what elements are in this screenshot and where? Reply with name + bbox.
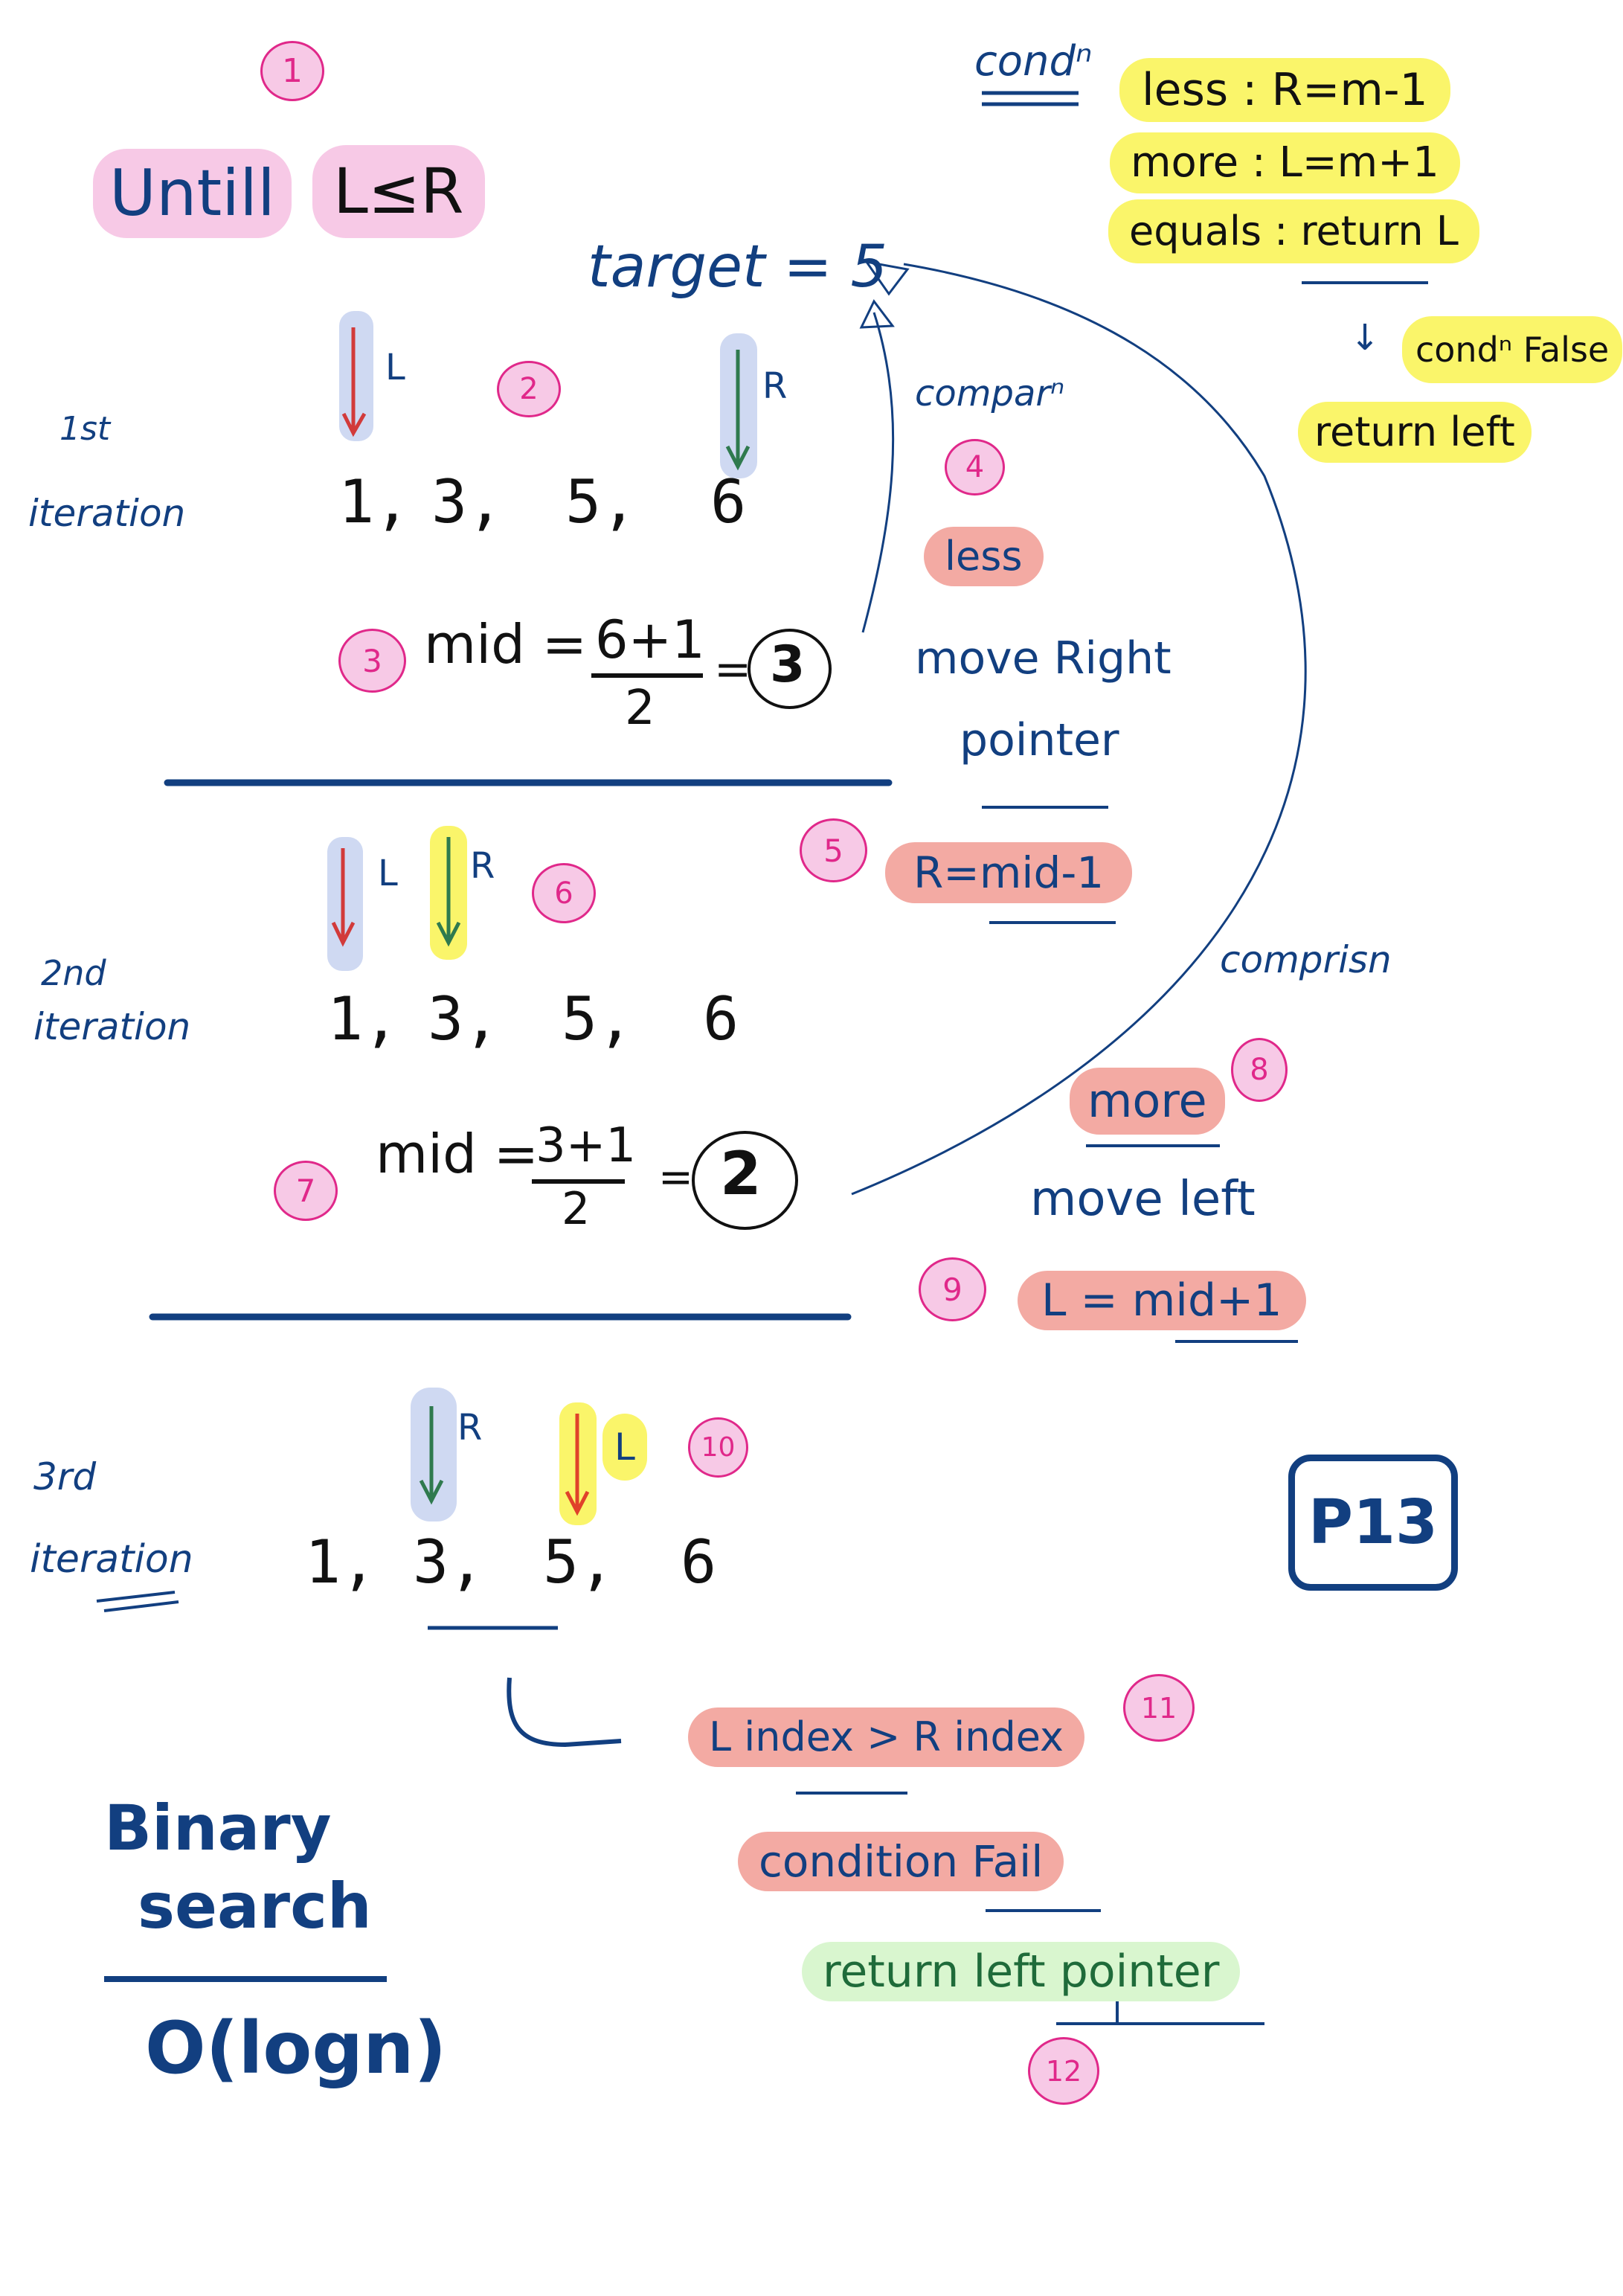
step-marker-2: 2	[497, 361, 561, 417]
iteration2-label-ordinal: 2nd	[41, 953, 106, 993]
condition-equals: equals : return L	[1108, 199, 1479, 263]
iteration2-mid-label: mid =	[376, 1123, 539, 1185]
iter1-item-3: 5,	[565, 467, 637, 536]
iteration2-right-pointer-label: R	[470, 845, 495, 887]
until-expression: L≤R	[312, 145, 485, 238]
iteration1-label-ordinal: 1st	[60, 410, 111, 448]
equals-sign-2: =	[658, 1153, 693, 1202]
step-marker-10: 10	[688, 1417, 748, 1478]
compare-arrowhead-1	[859, 299, 895, 329]
page-badge: P13	[1288, 1455, 1458, 1591]
step-marker-1: 1	[260, 41, 324, 101]
compare1-formula: R=mid-1	[885, 842, 1133, 903]
iteration2-mid-result-circle	[692, 1131, 798, 1230]
conclusion-hook	[507, 1677, 622, 1748]
iter3-item-3: 5,	[543, 1527, 615, 1597]
iter3-item-2: 3,	[413, 1527, 485, 1597]
iteration1-label: iteration	[28, 492, 186, 535]
compare2-result: more	[1070, 1068, 1225, 1135]
step-marker-4: 4	[945, 439, 1005, 496]
step-marker-8: 8	[1231, 1038, 1288, 1102]
down-arrow-icon: ↓	[1350, 317, 1381, 359]
summary-title-line1: Binary	[104, 1792, 332, 1864]
iteration1-mid-denominator: 2	[625, 681, 655, 736]
iter1-item-1: 1,	[338, 467, 411, 536]
l-pointer-bg-2	[327, 837, 363, 971]
compare-curve-1	[861, 312, 895, 633]
iteration1-mid-result: 3	[770, 635, 806, 694]
iteration2-mid-result: 2	[720, 1139, 762, 1208]
target-label: target = 5	[588, 234, 888, 301]
iteration2-label: iteration	[33, 1005, 191, 1048]
l-pointer-bg-1	[339, 311, 373, 441]
iter1-item-2: 3,	[431, 467, 504, 536]
compare2-formula: L = mid+1	[1018, 1271, 1306, 1330]
compare1-action-line1: move Right	[915, 632, 1172, 684]
iter2-item-4: 6	[703, 984, 739, 1054]
conclusion-result: return left pointer	[802, 1942, 1241, 2001]
step-marker-12: 12	[1028, 2037, 1099, 2105]
iter3-item-4: 6	[681, 1527, 717, 1597]
step-marker-9: 9	[919, 1257, 986, 1321]
iteration1-mid-label: mid =	[424, 613, 588, 676]
conclusion-compare: L index > R index	[688, 1707, 1084, 1767]
iteration1-mid-numerator: 6+1	[595, 609, 705, 670]
iter2-item-1: 1,	[327, 984, 399, 1054]
iteration3-left-pointer-label: L	[602, 1414, 647, 1481]
condition-more: more : L=m+1	[1110, 132, 1460, 193]
summary-complexity: O(logn)	[145, 2007, 447, 2090]
equals-sign-1: =	[714, 644, 752, 696]
compare2-label: comprisn	[1220, 938, 1392, 981]
step-marker-7: 7	[274, 1161, 338, 1221]
compare-curve-2	[851, 263, 1307, 1196]
compare2-action: move left	[1030, 1172, 1256, 1227]
iteration1-fraction-bar	[591, 673, 703, 678]
iter3-item-1: 1,	[305, 1527, 377, 1597]
condition-less: less : R=m-1	[1119, 58, 1450, 122]
iteration2-left-pointer-label: L	[378, 853, 398, 894]
return-left-label: return left	[1298, 402, 1532, 463]
compare1-action-line2: pointer	[960, 714, 1119, 766]
iteration2-fraction-bar	[532, 1179, 625, 1184]
conclusion-fail: condition Fail	[738, 1832, 1064, 1891]
r-pointer-bg-3	[411, 1388, 457, 1521]
iteration3-right-pointer-label: R	[457, 1407, 483, 1449]
summary-title-line2: search	[138, 1870, 372, 1943]
until-label: Untill	[93, 149, 292, 238]
condition-false-label: condⁿ False	[1402, 316, 1623, 383]
step-marker-11: 11	[1123, 1674, 1195, 1742]
step-marker-5: 5	[800, 818, 867, 882]
iteration1-mid-result-circle	[748, 629, 832, 709]
iter1-item-4: 6	[710, 467, 747, 536]
iteration2-mid-denominator: 2	[562, 1183, 591, 1235]
compare-arrowhead-2	[864, 260, 910, 296]
iteration3-label-ordinal: 3rd	[33, 1455, 97, 1498]
step-marker-3: 3	[338, 629, 406, 693]
iteration1-right-pointer-label: R	[762, 365, 788, 407]
iteration2-mid-numerator: 3+1	[536, 1118, 637, 1173]
conditions-title: condⁿ	[974, 37, 1093, 86]
compare1-result: less	[924, 527, 1044, 586]
iteration1-left-pointer-label: L	[385, 347, 405, 388]
compare1-label: comparⁿ	[915, 373, 1065, 414]
iter2-item-2: 3,	[428, 984, 500, 1054]
iter2-item-3: 5,	[562, 984, 634, 1054]
iteration3-label: iteration	[30, 1537, 193, 1582]
step-marker-6: 6	[532, 863, 596, 923]
